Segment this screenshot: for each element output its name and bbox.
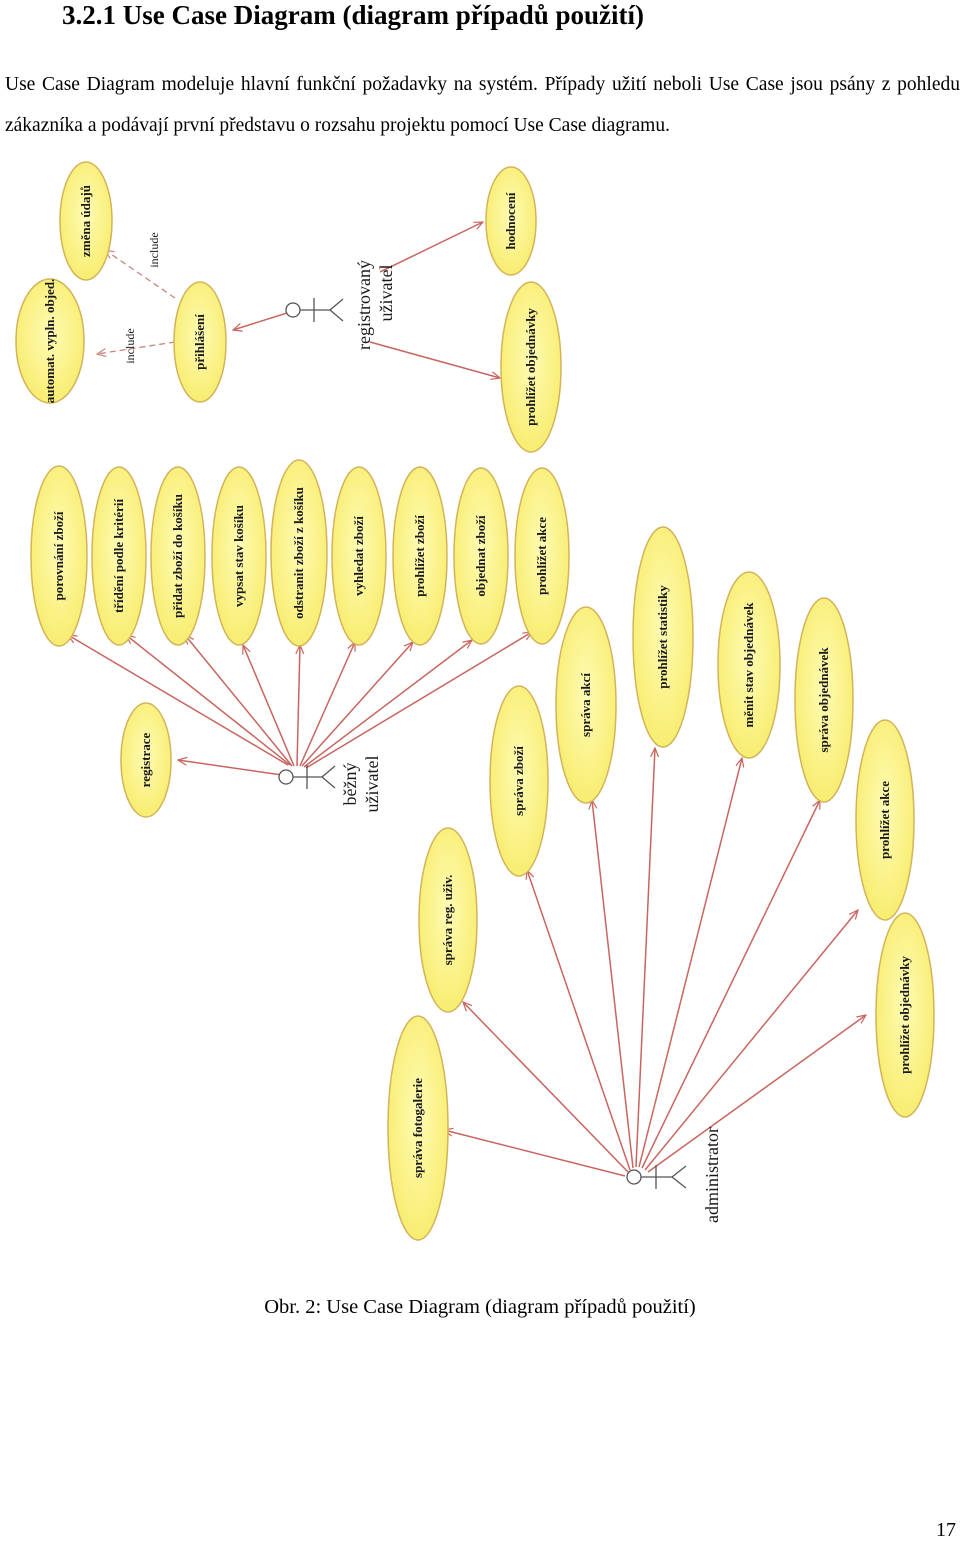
use-case-prohlizet-objednavky-reg: prohlížet objednávky bbox=[500, 281, 562, 453]
svg-text:registrace: registrace bbox=[138, 732, 153, 787]
assoc-line bbox=[233, 312, 288, 330]
assoc-line bbox=[299, 642, 356, 767]
svg-text:prohlížet akce: prohlížet akce bbox=[534, 517, 549, 595]
use-case-hodnoceni: hodnocení bbox=[485, 166, 537, 276]
svg-text:změna údajů: změna údajů bbox=[78, 185, 93, 257]
assoc-line bbox=[68, 635, 289, 766]
svg-text:přihlášení: přihlášení bbox=[192, 314, 207, 370]
svg-text:vyhledat zboží: vyhledat zboží bbox=[351, 516, 366, 596]
svg-text:správa zboží: správa zboží bbox=[511, 746, 526, 816]
use-case-sprava-reg-uziv: správa reg. uživ. bbox=[418, 827, 478, 1013]
assoc-line bbox=[301, 642, 413, 767]
assoc-line bbox=[647, 1015, 866, 1173]
page-number: 17 bbox=[936, 1519, 956, 1541]
svg-text:prohlížet zboží: prohlížet zboží bbox=[412, 515, 427, 597]
actor-label-regular-2: uživatel bbox=[362, 756, 382, 813]
use-case-vypsat-stav-kosiku: vypsat stav košíku bbox=[211, 466, 267, 646]
assoc-line bbox=[638, 758, 742, 1168]
assoc-line bbox=[644, 910, 858, 1171]
svg-text:odstranit zboží z košíku: odstranit zboží z košíku bbox=[291, 487, 306, 619]
use-case-registrace: registrace bbox=[120, 702, 172, 818]
svg-text:hodnocení: hodnocení bbox=[503, 192, 518, 249]
svg-text:přidat zboží do košíku: přidat zboží do košíku bbox=[170, 494, 185, 618]
include-line bbox=[105, 250, 176, 299]
svg-text:prohlížet objednávky: prohlížet objednávky bbox=[523, 308, 538, 426]
svg-text:automat. vypln. objed.: automat. vypln. objed. bbox=[42, 279, 57, 404]
use-case-automat-vypln: automat. vypln. objed. bbox=[15, 278, 85, 404]
assoc-line bbox=[178, 760, 283, 776]
actor-regular-user bbox=[278, 765, 336, 789]
use-case-diagram: include include změna údajů automat. vyp… bbox=[15, 161, 935, 1241]
svg-text:správa fotogalerie: správa fotogalerie bbox=[410, 1078, 425, 1178]
intro-paragraph: Use Case Diagram modeluje hlavní funkční… bbox=[5, 74, 960, 136]
assoc-line bbox=[463, 1002, 629, 1173]
svg-text:prohlížet akce: prohlížet akce bbox=[877, 781, 892, 859]
svg-text:objednat zboží: objednat zboží bbox=[473, 515, 488, 597]
use-case-pridat-do-kosiku: přidat zboží do košíku bbox=[150, 466, 206, 646]
registered-user-section: include include změna údajů automat. vyp… bbox=[15, 161, 562, 453]
actor-label-registered-line2: uživatel bbox=[376, 265, 396, 322]
actor-registered-user bbox=[285, 298, 344, 322]
include-label: include bbox=[123, 328, 137, 363]
svg-text:správa objednávek: správa objednávek bbox=[816, 647, 831, 753]
assoc-line bbox=[243, 645, 295, 767]
use-case-menit-stav-objednavek: měnit stav objednávek bbox=[717, 571, 781, 759]
use-case-trideni: třídění podle kritérií bbox=[91, 466, 147, 646]
svg-text:třídění podle kritérií: třídění podle kritérií bbox=[111, 499, 126, 613]
svg-text:vypsat stav košíku: vypsat stav košíku bbox=[231, 505, 246, 607]
assoc-line bbox=[303, 640, 472, 768]
actor-label-regular: běžný bbox=[340, 763, 360, 806]
use-case-prohlizet-objednavky-admin: prohlížet objednávky bbox=[875, 912, 935, 1118]
assoc-line bbox=[185, 635, 293, 767]
use-case-porovnani-zbozi: porovnání zboží bbox=[30, 465, 88, 647]
actor-administrator bbox=[626, 1165, 687, 1189]
use-case-vyhledat-zbozi: vyhledat zboží bbox=[331, 466, 387, 646]
use-case-sprava-objednavek: správa objednávek bbox=[794, 597, 854, 803]
use-case-prohlizet-statistiky: prohlížet statistiky bbox=[632, 526, 694, 748]
include-label: include bbox=[147, 232, 161, 267]
assoc-line bbox=[641, 800, 821, 1169]
use-case-zmena-udaju: změna údajů bbox=[59, 161, 113, 281]
use-case-odstranit-z-kosiku: odstranit zboží z košíku bbox=[270, 459, 328, 647]
actor-label-admin: administrator bbox=[702, 1127, 722, 1223]
regular-user-section: porovnání zboží třídění podle kritérií p… bbox=[30, 459, 570, 818]
use-case-prihlaseni: přihlášení bbox=[173, 281, 227, 403]
use-case-objednat-zbozi: objednat zboží bbox=[453, 467, 509, 645]
admin-section: správa akcí prohlížet statistiky měnit s… bbox=[387, 526, 935, 1241]
assoc-line bbox=[379, 221, 483, 273]
actor-label-regular-line1: běžný bbox=[340, 763, 360, 806]
actor-label-registered-line1: registrovaný bbox=[354, 260, 374, 350]
use-case-sprava-fotogalerie: správa fotogalerie bbox=[387, 1015, 449, 1241]
assoc-line bbox=[126, 635, 291, 766]
assoc-line bbox=[297, 645, 300, 767]
svg-text:porovnání zboží: porovnání zboží bbox=[51, 511, 66, 600]
svg-text:správa akcí: správa akcí bbox=[578, 673, 593, 737]
assoc-line bbox=[592, 800, 634, 1169]
svg-text:měnit stav objednávek: měnit stav objednávek bbox=[741, 602, 756, 728]
section-heading: 3.2.1 Use Case Diagram (diagram případů … bbox=[62, 0, 644, 30]
figure-caption: Obr. 2: Use Case Diagram (diagram případ… bbox=[264, 1296, 696, 1318]
svg-text:správa reg. uživ.: správa reg. uživ. bbox=[440, 875, 455, 966]
use-case-prohlizet-akce-admin: prohlížet akce bbox=[855, 719, 915, 921]
assoc-line bbox=[369, 341, 500, 378]
svg-text:prohlížet statistiky: prohlížet statistiky bbox=[655, 585, 670, 689]
assoc-line bbox=[305, 632, 532, 769]
assoc-line bbox=[527, 870, 631, 1171]
use-case-sprava-zbozi: správa zboží bbox=[489, 685, 549, 877]
assoc-line bbox=[635, 748, 655, 1168]
assoc-line bbox=[444, 1130, 626, 1177]
use-case-prohlizet-zbozi: prohlížet zboží bbox=[392, 466, 448, 646]
use-case-sprava-akci: správa akcí bbox=[555, 606, 617, 804]
include-line bbox=[97, 341, 176, 354]
svg-text:prohlížet objednávky: prohlížet objednávky bbox=[897, 956, 912, 1074]
use-case-prohlizet-akce-user: prohlížet akce bbox=[514, 467, 570, 645]
